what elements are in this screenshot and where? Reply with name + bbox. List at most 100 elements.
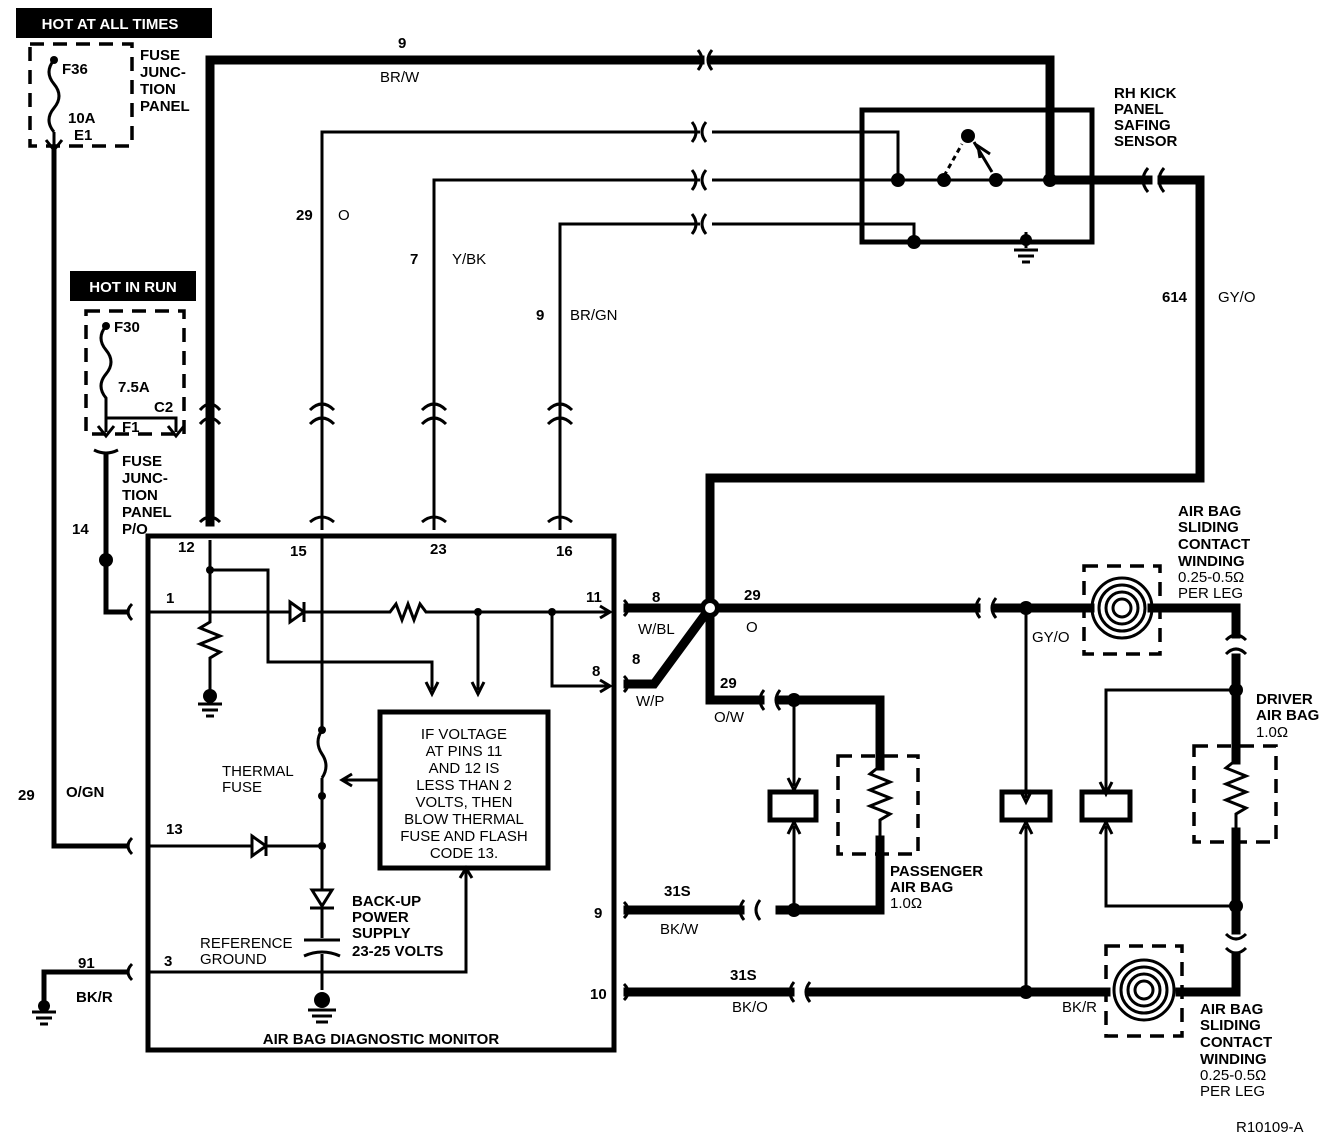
wire-8a-color: W/BL [638, 621, 675, 638]
monitor-internal-circuit [150, 536, 613, 1024]
driver-air-bag-outline [1192, 744, 1278, 844]
sensor-label-1: RH KICK [1114, 85, 1177, 102]
pin-9: 9 [594, 905, 602, 922]
winding-bottom-2: SLIDING [1200, 1017, 1261, 1034]
wire-91-number: 91 [78, 955, 95, 972]
figure-id: R10109-A [1236, 1119, 1304, 1136]
driver-label-1: DRIVER [1256, 691, 1313, 708]
bk-r-right-label: BK/R [1062, 999, 1097, 1016]
fuse-f30-label: F30 [114, 319, 140, 336]
sensor-label-3: SAFING [1114, 117, 1171, 134]
wire-9-color: BR/W [380, 69, 420, 86]
pin-12: 12 [178, 539, 195, 556]
logic-text: IF VOLTAGE AT PINS 11 AND 12 IS LESS THA… [400, 726, 528, 862]
wire-9b-color: BR/GN [570, 307, 618, 324]
wire-14-number: 14 [72, 521, 89, 538]
wire-31s2-color: BK/O [732, 999, 768, 1016]
passenger-label-2: AIR BAG [890, 879, 953, 896]
svg-text:VOLTS, THEN: VOLTS, THEN [416, 794, 513, 811]
wire-31s-color: BK/W [660, 921, 699, 938]
svg-text:FUSE AND FLASH: FUSE AND FLASH [400, 828, 528, 845]
passenger-label-1: PASSENGER [890, 863, 983, 880]
passenger-air-bag-outline [836, 754, 920, 856]
wire-8b-color: W/P [636, 693, 664, 710]
svg-text:AT PINS 11: AT PINS 11 [426, 743, 503, 760]
fuse-panel2-label-5: P/O [122, 521, 148, 538]
wire-29-number: 29 [296, 207, 313, 224]
wire-29-color: O [338, 207, 350, 224]
winding-top-4: WINDING [1178, 553, 1245, 570]
svg-text:AND 12 IS: AND 12 IS [429, 760, 500, 777]
pin-13: 13 [166, 821, 183, 838]
pin-1: 1 [166, 590, 174, 607]
winding-bottom-6: PER LEG [1200, 1083, 1265, 1100]
fuse-panel-label-2: JUNC- [140, 64, 186, 81]
gy-o-right-label: GY/O [1032, 629, 1070, 646]
wire-9-br-gn [558, 222, 700, 530]
thermal-fuse-label-2: FUSE [222, 779, 262, 796]
fuse-junction-panel-top: F36 10A E1 FUSE JUNC- TION PANEL [28, 42, 190, 153]
wire-9-br-w [205, 55, 705, 527]
wire-614-number: 614 [1162, 289, 1188, 306]
hot-at-all-times-label: HOT AT ALL TIMES [42, 16, 179, 33]
passenger-label-3: 1.0Ω [890, 895, 922, 912]
logic-box [377, 709, 551, 871]
fuse-panel2-label-1: FUSE [122, 453, 162, 470]
svg-text:BLOW THERMAL: BLOW THERMAL [404, 811, 524, 828]
winding-bottom-5: 0.25-0.5Ω [1200, 1067, 1266, 1084]
pin-8: 8 [592, 663, 600, 680]
fuse-f30-f1: F1 [122, 419, 140, 436]
backup-label-3: SUPPLY [352, 925, 411, 942]
pin-11: 11 [586, 589, 602, 606]
pin-23: 23 [430, 541, 447, 558]
fuse-f36-terminal: E1 [74, 127, 92, 144]
pin-16: 16 [556, 543, 573, 560]
wire-29-og-number: 29 [18, 787, 35, 804]
wire-8a-number: 8 [652, 589, 660, 606]
wire-og-color: O/GN [66, 784, 104, 801]
driver-label-2: AIR BAG [1256, 707, 1319, 724]
wire-91-color: BK/R [76, 989, 113, 1006]
fuse-panel2-label-4: PANEL [122, 504, 172, 521]
driver-label-3: 1.0Ω [1256, 724, 1288, 741]
fuse-f30-c2: C2 [154, 399, 173, 416]
pin-10: 10 [590, 986, 607, 1003]
wire-29ow-number: 29 [720, 675, 737, 692]
wire-7-y-bk [432, 178, 700, 530]
thermal-fuse-label-1: THERMAL [222, 763, 294, 780]
fuse-junction-panel-run: F30 7.5A C2 F1 [84, 309, 186, 439]
wire-7-color: Y/BK [452, 251, 486, 268]
wire-31s-number: 31S [664, 883, 691, 900]
winding-top-2: SLIDING [1178, 519, 1239, 536]
fuse-f36-rating: 10A [68, 110, 96, 127]
diagnostic-monitor-box [145, 533, 617, 1053]
svg-text:IF VOLTAGE: IF VOLTAGE [421, 726, 507, 743]
winding-top-6: PER LEG [1178, 585, 1243, 602]
winding-bottom-4: WINDING [1200, 1051, 1267, 1068]
winding-top-1: AIR BAG [1178, 503, 1241, 520]
svg-text:CODE 13.: CODE 13. [430, 845, 498, 862]
ref-ground-label-2: GROUND [200, 951, 267, 968]
backup-label-4: 23-25 VOLTS [352, 943, 443, 960]
fuse-f36-label: F36 [62, 61, 88, 78]
wire-29ow-color: O/W [714, 709, 745, 726]
wire-31s2-number: 31S [730, 967, 757, 984]
hot-in-run-label: HOT IN RUN [89, 279, 177, 296]
winding-bottom-1: AIR BAG [1200, 1001, 1263, 1018]
wire-o-gn [51, 146, 128, 849]
wire-9-number: 9 [398, 35, 406, 52]
wire-8b-number: 8 [632, 651, 640, 668]
winding-bottom-3: CONTACT [1200, 1034, 1272, 1051]
safing-sensor [859, 107, 1095, 264]
clockspring-top [1082, 564, 1162, 656]
fuse-panel2-label-3: TION [122, 487, 158, 504]
pin-15: 15 [290, 543, 307, 560]
winding-top-3: CONTACT [1178, 536, 1250, 553]
monitor-title: AIR BAG DIAGNOSTIC MONITOR [263, 1031, 500, 1048]
ref-ground-label-1: REFERENCE [200, 935, 293, 952]
sensor-label-4: SENSOR [1114, 133, 1178, 150]
fuse-panel-label-3: TION [140, 81, 176, 98]
wire-29o-number: 29 [744, 587, 761, 604]
wire-7-number: 7 [410, 251, 418, 268]
pin-3: 3 [164, 953, 172, 970]
